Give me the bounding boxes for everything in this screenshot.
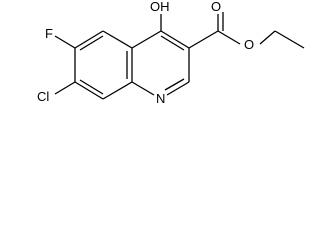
bond <box>160 30 190 49</box>
bond <box>164 78 185 91</box>
bond <box>102 81 133 100</box>
fluoro-label: F <box>44 26 54 41</box>
ring-nitrogen-label: N <box>155 91 167 106</box>
bond <box>259 30 276 45</box>
bond <box>74 81 104 100</box>
bond <box>79 35 104 51</box>
bond <box>188 30 219 49</box>
carbonyl-oxygen-label: O <box>210 0 223 14</box>
molecule-skeleton <box>54 12 305 100</box>
bond <box>166 81 190 96</box>
bond <box>102 30 133 49</box>
bond <box>54 35 76 49</box>
bond <box>217 30 241 45</box>
bond <box>274 30 305 49</box>
hydroxyl-label: OH <box>149 0 171 14</box>
bond <box>79 79 104 95</box>
chloro-label: Cl <box>36 89 51 104</box>
bond <box>74 30 104 49</box>
bond <box>160 35 185 51</box>
bond <box>131 81 155 96</box>
structure-diagram: OH F Cl N O O <box>36 0 305 106</box>
bond <box>54 81 76 95</box>
ester-oxygen-label: O <box>243 37 256 52</box>
bond <box>131 30 162 49</box>
